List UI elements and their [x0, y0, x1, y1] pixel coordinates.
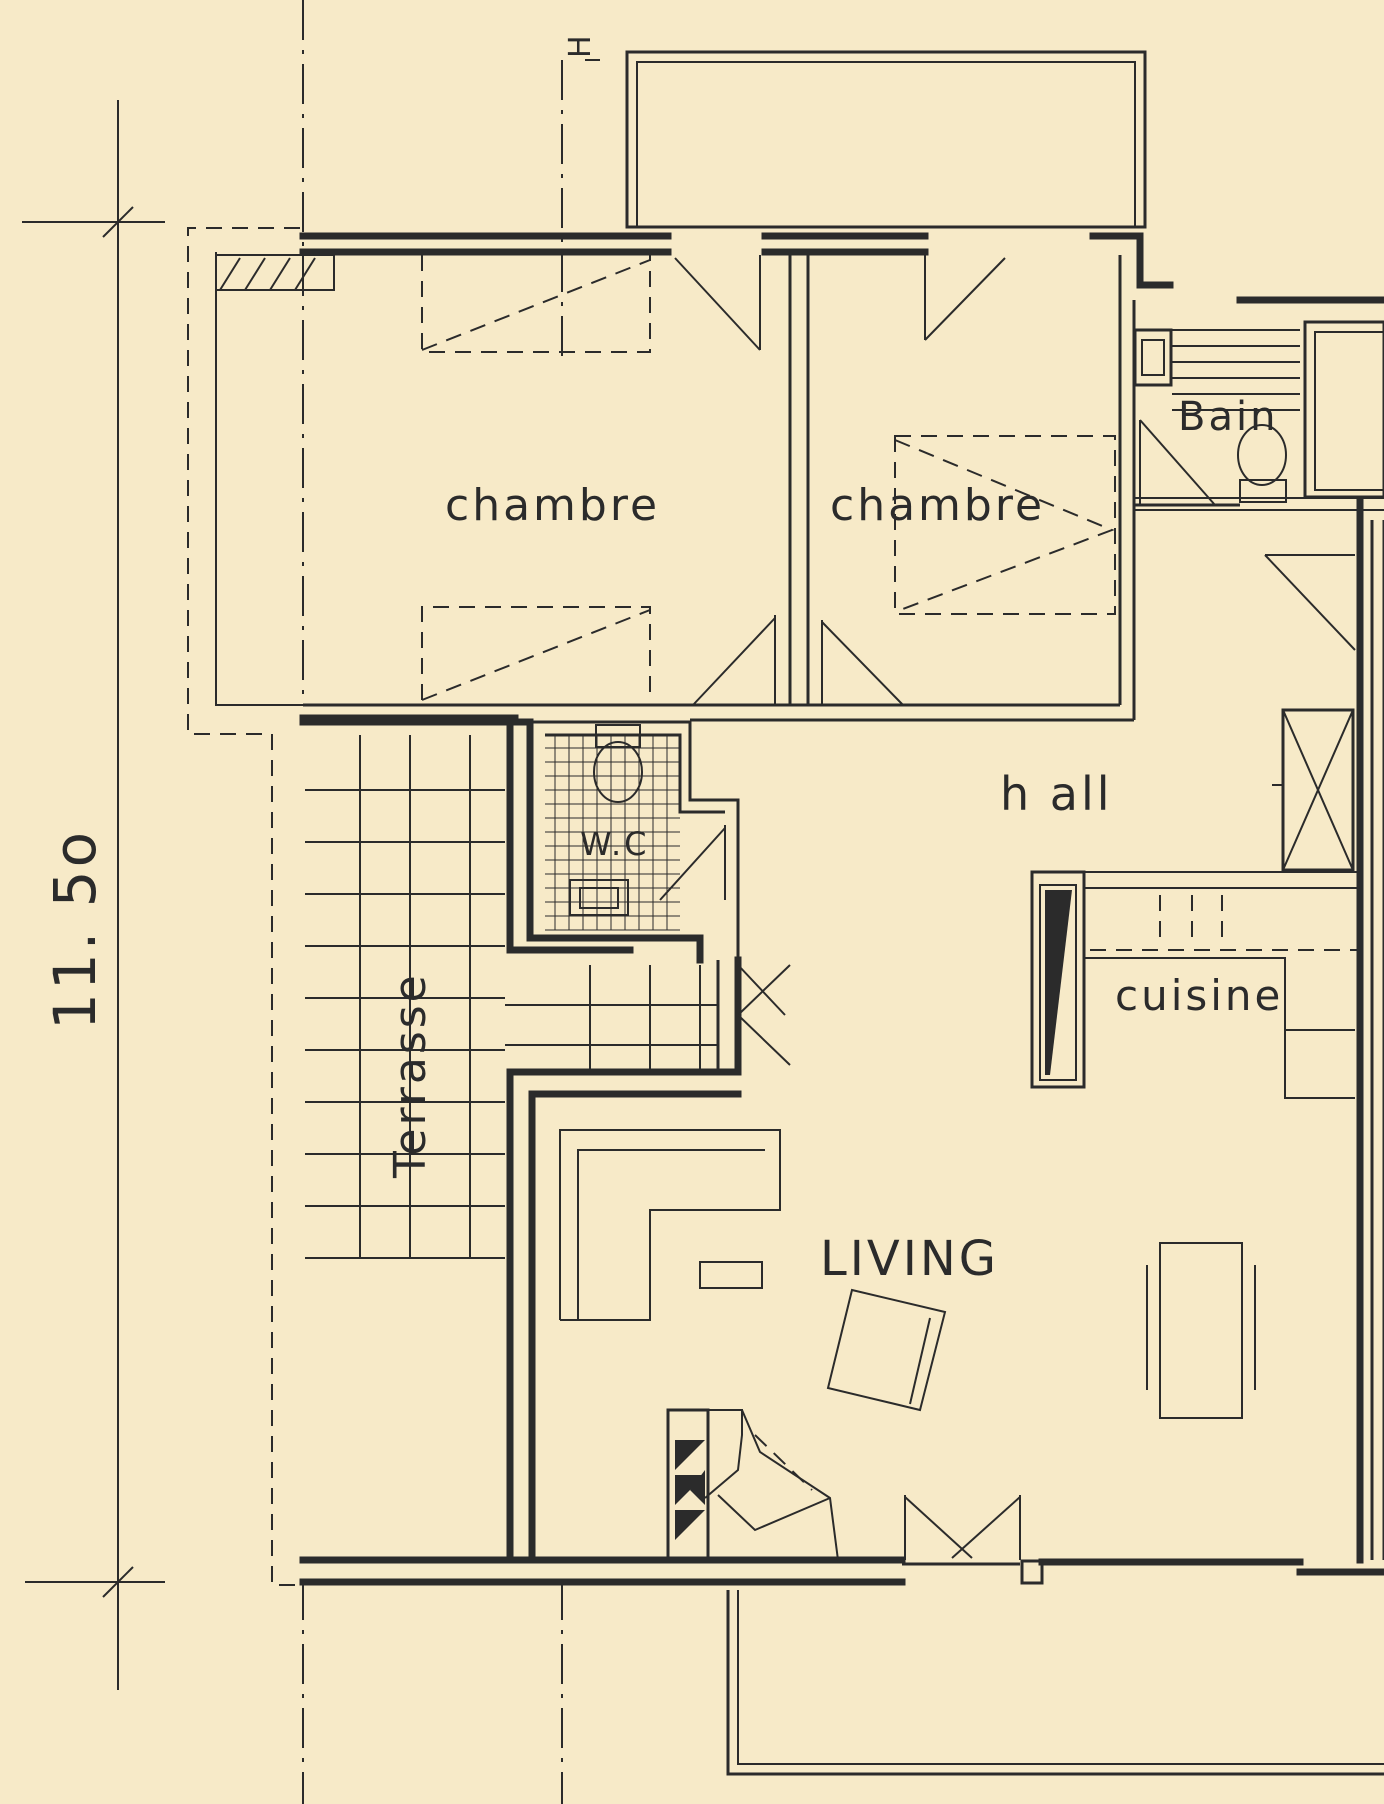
hall-closet — [1264, 554, 1356, 872]
living-sofa — [559, 1129, 781, 1321]
bottom-balcony — [726, 1590, 1384, 1776]
coffee-table — [699, 1261, 763, 1289]
room-label-hall: h all — [1000, 767, 1113, 821]
bed-right — [894, 435, 1116, 615]
doors — [659, 255, 1216, 1560]
bathroom — [1132, 300, 1384, 511]
room-label-bain: Bain — [1178, 394, 1278, 440]
top-balcony — [625, 50, 1147, 229]
bed-left-top — [421, 255, 651, 353]
room-label-living: LIVING — [820, 1231, 999, 1287]
kitchen — [1030, 870, 1360, 1099]
dimension-line — [22, 100, 165, 1690]
terrace-outline — [187, 227, 300, 1586]
room-label-chambre-left: chambre — [445, 480, 660, 531]
room-label-terrasse: Terrasse — [385, 972, 436, 1179]
room-label-chambre-right: chambre — [830, 480, 1045, 531]
hatched-block — [215, 254, 335, 291]
room-label-wc: W.C — [580, 825, 649, 863]
bed-left-bottom — [421, 606, 651, 701]
wc-fixtures — [545, 724, 680, 931]
fireplace — [666, 1408, 839, 1561]
dimension-label: 11. 5o — [41, 829, 109, 1030]
room-label-cuisine: cuisine — [1115, 971, 1283, 1020]
grid-marker-label: H — [563, 32, 598, 58]
terrace-tiles — [305, 735, 718, 1259]
dining-table — [1146, 1242, 1256, 1419]
grid-axes — [302, 0, 600, 1804]
armchair — [826, 1288, 947, 1412]
walls — [215, 232, 1384, 1586]
